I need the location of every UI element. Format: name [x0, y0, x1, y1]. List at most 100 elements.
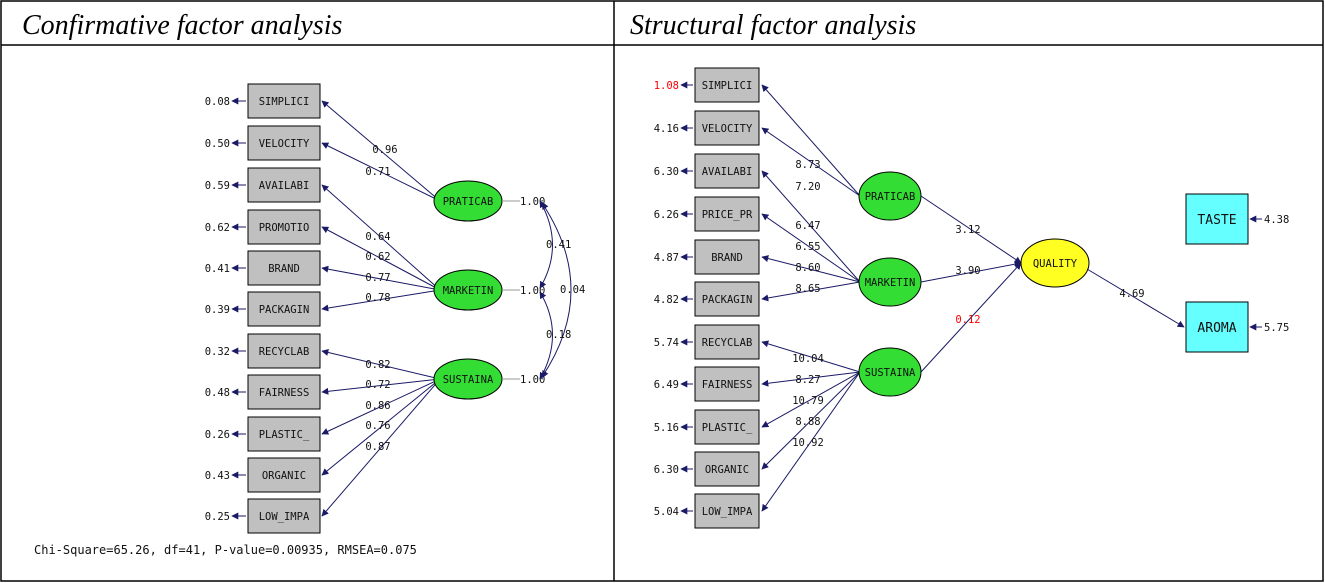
quality-factor — [1020, 238, 1090, 288]
indicator-label: ORGANIC — [705, 464, 749, 476]
indicator-box — [247, 291, 321, 327]
path-arrow — [761, 170, 861, 283]
factor-variance: 1.00 — [520, 285, 545, 297]
outcome-box — [1185, 301, 1249, 353]
latent-label: MARKETIN — [443, 285, 494, 297]
indicator-box — [694, 493, 760, 529]
fit-statistics: Chi-Square=65.26, df=41, P-value=0.00935… — [34, 543, 417, 557]
error-variance: 0.39 — [205, 304, 230, 316]
quality-label: QUALITY — [1033, 258, 1078, 270]
latent-label: PRATICAB — [443, 196, 494, 208]
error-variance: 6.30 — [654, 464, 679, 476]
path-coefficient: 8.88 — [795, 416, 820, 428]
indicator-box — [694, 67, 760, 103]
indicator-label: PRICE_PR — [702, 209, 753, 221]
structural-coefficient: 0.12 — [955, 314, 980, 326]
indicator-box — [694, 196, 760, 232]
path-coefficient: 10.92 — [792, 437, 824, 449]
outcome-box — [1185, 193, 1249, 245]
loading-arrow — [321, 349, 441, 380]
indicator-box — [694, 239, 760, 275]
indicator-box — [247, 125, 321, 161]
structural-coefficient: 3.90 — [955, 265, 980, 277]
error-variance: 0.26 — [205, 429, 230, 441]
path-arrow — [761, 281, 861, 302]
indicator-box — [247, 374, 321, 410]
indicator-label: ORGANIC — [262, 470, 306, 482]
indicator-label: AVAILABI — [259, 180, 310, 192]
indicator-label: RECYCLAB — [702, 337, 753, 349]
error-variance: 5.74 — [654, 337, 679, 349]
loading-arrow — [321, 378, 441, 476]
indicator-box — [694, 110, 760, 146]
path-arrow — [761, 127, 861, 197]
path-coefficient: 6.55 — [795, 241, 820, 253]
factor-variance: 1.00 — [520, 374, 545, 386]
indicator-box — [247, 250, 321, 286]
indicator-label: SIMPLICI — [702, 80, 753, 92]
loading-value: 0.82 — [365, 359, 390, 371]
loading-arrow — [321, 378, 441, 435]
error-variance: 4.87 — [654, 252, 679, 264]
path-arrow — [761, 371, 861, 428]
error-variance: 4.16 — [654, 123, 679, 135]
structural-arrow — [1086, 268, 1185, 328]
indicator-box — [694, 451, 760, 487]
indicator-label: LOW_IMPA — [259, 511, 310, 523]
indicator-label: RECYCLAB — [259, 346, 310, 358]
indicator-box — [694, 281, 760, 317]
loading-arrow — [321, 100, 441, 202]
indicator-box — [247, 209, 321, 245]
path-arrow — [761, 84, 861, 197]
indicator-box — [247, 416, 321, 452]
path-coefficient: 8.60 — [795, 262, 820, 274]
error-variance: 5.75 — [1264, 322, 1289, 334]
loading-value: 0.96 — [372, 144, 397, 156]
path-arrow — [761, 371, 861, 470]
path-arrow — [761, 340, 861, 373]
latent-label: SUSTAINA — [865, 367, 916, 379]
latent-label: PRATICAB — [865, 191, 916, 203]
path-coefficient: 8.73 — [795, 159, 820, 171]
indicator-label: PACKAGIN — [259, 304, 310, 316]
loading-arrow — [321, 289, 441, 312]
indicator-label: BRAND — [268, 263, 300, 275]
path-coefficient: 10.04 — [792, 353, 824, 365]
indicator-label: PROMOTIO — [259, 222, 310, 234]
loading-arrow — [321, 378, 441, 517]
loading-arrow — [321, 226, 441, 291]
error-variance: 1.08 — [654, 80, 679, 92]
loading-value: 0.71 — [365, 166, 390, 178]
covariance-value: 0.04 — [560, 284, 585, 296]
loading-value: 0.72 — [365, 379, 390, 391]
indicator-box — [694, 409, 760, 445]
error-variance: 6.30 — [654, 166, 679, 178]
loading-value: 0.78 — [365, 292, 390, 304]
indicator-label: FAIRNESS — [702, 379, 753, 391]
path-coefficient: 7.20 — [795, 181, 820, 193]
factor-variance: 1.00 — [520, 196, 545, 208]
indicator-label: PACKAGIN — [702, 294, 753, 306]
error-variance: 0.62 — [205, 222, 230, 234]
loading-value: 0.87 — [365, 441, 390, 453]
loading-arrow — [321, 142, 441, 202]
error-variance: 4.38 — [1264, 214, 1289, 226]
error-variance: 0.59 — [205, 180, 230, 192]
outcome-label: AROMA — [1197, 321, 1236, 336]
error-variance: 0.32 — [205, 346, 230, 358]
error-variance: 5.04 — [654, 506, 679, 518]
loading-value: 0.62 — [365, 251, 390, 263]
indicator-label: PLASTIC_ — [702, 422, 753, 434]
path-coefficient: 10.79 — [792, 395, 824, 407]
error-variance: 0.25 — [205, 511, 230, 523]
error-variance: 0.43 — [205, 470, 230, 482]
indicator-box — [247, 333, 321, 369]
error-variance: 0.41 — [205, 263, 230, 275]
path-coefficient: 8.65 — [795, 283, 820, 295]
sem-diagram: SIMPLICI1.08VELOCITY4.16AVAILABI6.30PRIC… — [654, 67, 1289, 529]
indicator-box — [694, 324, 760, 360]
loading-arrow — [321, 378, 441, 395]
error-variance: 0.08 — [205, 96, 230, 108]
indicator-label: BRAND — [711, 252, 743, 264]
